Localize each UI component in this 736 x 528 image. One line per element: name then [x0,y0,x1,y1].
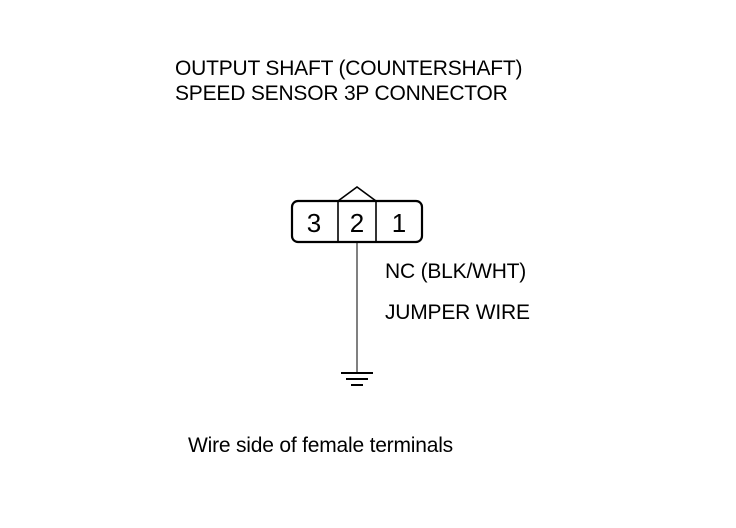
connector: 3 2 1 [290,186,424,244]
terminal-2-label: 2 [350,208,364,238]
title-line-2: SPEED SENSOR 3P CONNECTOR [175,82,508,105]
terminal-1-label: 1 [392,208,406,238]
terminal-3-label: 3 [307,208,321,238]
view-caption: Wire side of female terminals [188,434,453,457]
ground-icon [341,372,373,386]
wire-color-code: NC (BLK/WHT) [385,260,527,283]
jumper-wire-label: JUMPER WIRE [385,301,530,324]
title-line-1: OUTPUT SHAFT (COUNTERSHAFT) [175,57,523,80]
connector-lock-tab [337,186,377,202]
